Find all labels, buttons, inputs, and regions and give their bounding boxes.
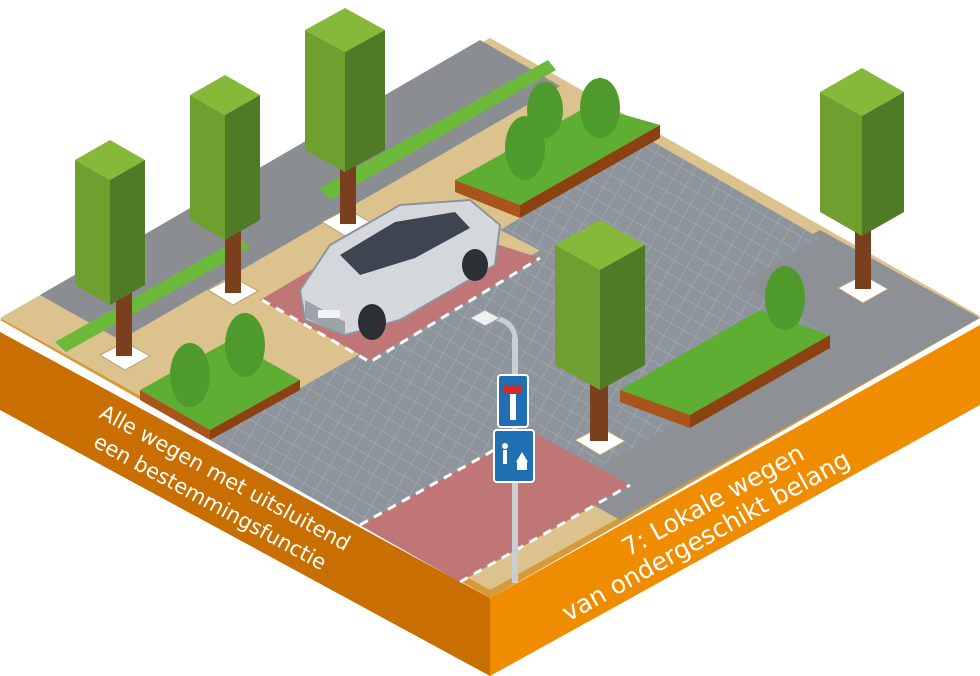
planter-bed-back <box>455 78 660 218</box>
tree-4 <box>820 68 904 304</box>
tree-1 <box>75 140 152 371</box>
car-icon <box>298 198 502 340</box>
parking-marking <box>261 256 541 364</box>
crossing-marking-2 <box>459 483 631 584</box>
residential-zone-sign-icon <box>493 429 535 483</box>
hedge-strip-left <box>55 238 250 352</box>
planter-bed-right <box>620 266 830 428</box>
red-crossing-zone <box>360 430 630 582</box>
soil-front-left <box>0 332 490 676</box>
dead-end-sign-icon <box>497 374 529 428</box>
asphalt-road-back <box>40 40 560 340</box>
tree-5 <box>555 220 645 456</box>
paved-street-branch <box>500 140 820 320</box>
tree-2 <box>190 75 260 306</box>
hedge-strip-back <box>320 60 556 200</box>
soil-front-right <box>490 325 980 676</box>
tree-3 <box>305 8 385 238</box>
planter-bed-left <box>140 313 300 440</box>
